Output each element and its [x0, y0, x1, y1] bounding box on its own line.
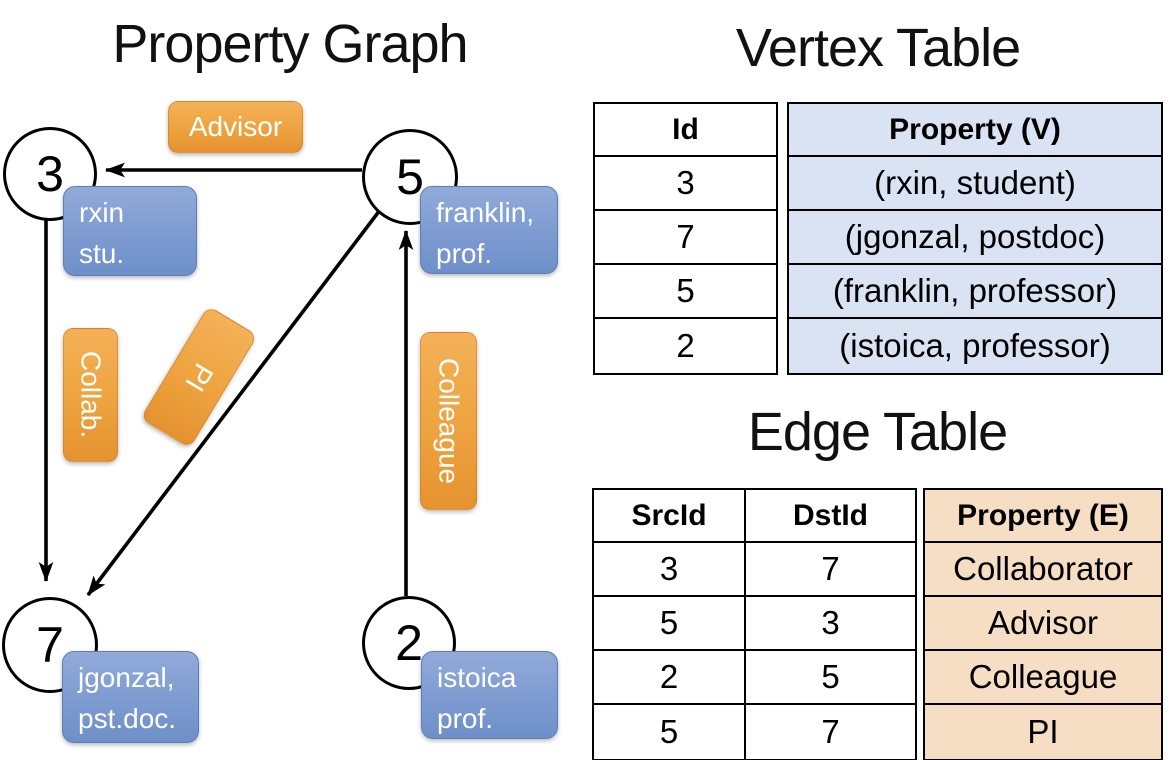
vertex-table-property-header: Property (V) — [789, 104, 1161, 157]
vertex-table-property-cell: (istoica, professor) — [789, 319, 1161, 373]
vertex-node-5: 5 — [362, 129, 458, 225]
vertex-property-box-5-line2: prof. — [436, 237, 493, 269]
edge-label-pi-text: PI — [179, 357, 220, 397]
edge-table-property-cell: Collaborator — [925, 543, 1161, 597]
vertex-property-box-5: franklin, prof. — [420, 186, 558, 274]
edge-table-property-cell: Colleague — [925, 651, 1161, 705]
edge-label-colleague-text: Colleague — [433, 357, 465, 485]
vertex-property-box-7-line2: pst.doc. — [78, 702, 177, 734]
edge-table-src-cell: 5 — [594, 705, 746, 759]
vertex-property-box-2-line2: prof. — [437, 702, 494, 734]
vertex-table-id-column: Id 3 7 5 2 — [593, 102, 778, 375]
vertex-table-property-cell: (rxin, student) — [789, 157, 1161, 211]
edge-pi-line — [86, 208, 382, 597]
edge-table-srcid-header: SrcId — [594, 490, 746, 541]
vertex-table-property-cell: (franklin, professor) — [789, 265, 1161, 319]
edge-label-advisor: Advisor — [168, 101, 303, 153]
vertex-property-box-2-line1: istoica — [437, 662, 517, 693]
edge-table-src-cell: 5 — [594, 597, 746, 649]
vertex-table-id-cell: 5 — [595, 265, 776, 319]
edge-table-dst-cell: 5 — [821, 658, 840, 695]
vertex-table-property-cell: (jgonzal, postdoc) — [789, 211, 1161, 265]
vertex-table-property-column: Property (V) (rxin, student) (jgonzal, p… — [787, 102, 1163, 375]
property-graph-title: Property Graph — [112, 14, 468, 74]
vertex-property-box-7-line1: jgonzal, — [78, 662, 175, 693]
vertex-table-id-header: Id — [595, 104, 776, 157]
edge-table-dst-cell: 7 — [821, 713, 840, 750]
edge-table-id-columns: SrcId DstId 3 7 5 3 2 5 5 7 — [592, 488, 917, 760]
edge-table-dst-cell: 3 — [821, 604, 840, 641]
edge-label-colleague: Colleague — [420, 332, 477, 510]
edge-table-src-cell: 2 — [594, 651, 746, 703]
vertex-table-id-cell: 2 — [676, 327, 695, 364]
vertex-property-box-2: istoica prof. — [421, 651, 558, 739]
vertex-node-2-id: 2 — [395, 615, 423, 671]
edge-table-title: Edge Table — [747, 402, 1008, 462]
graph-edges — [38, 162, 414, 597]
edge-label-collab: Collab. — [63, 328, 118, 462]
edge-table-property-cell: Advisor — [925, 597, 1161, 651]
edge-table-property-header: Property (E) — [925, 490, 1161, 543]
vertex-property-box-7: jgonzal, pst.doc. — [62, 651, 199, 743]
edge-table-dstid-header: DstId — [793, 498, 868, 532]
vertex-property-box-5-line1: franklin, — [436, 197, 535, 228]
edge-label-collab-text: Collab. — [75, 351, 107, 439]
vertex-node-5-id: 5 — [396, 149, 424, 205]
edge-table-property-column: Property (E) Collaborator Advisor Collea… — [923, 488, 1163, 760]
vertex-property-box-3-line1: rxin — [79, 197, 125, 228]
edge-table-property-cell: PI — [925, 705, 1161, 759]
edge-label-advisor-text: Advisor — [188, 111, 283, 142]
vertex-property-box-3-line2: stu. — [79, 237, 125, 269]
vertex-property-box-3: rxin stu. — [63, 186, 197, 276]
edge-table-src-cell: 3 — [594, 543, 746, 595]
edge-table-dst-cell: 7 — [821, 550, 840, 587]
vertex-table-id-cell: 3 — [595, 157, 776, 211]
vertex-table-id-cell: 7 — [595, 211, 776, 265]
vertex-node-7-id: 7 — [36, 617, 64, 673]
vertex-node-2: 2 — [362, 596, 456, 690]
vertex-table-title: Vertex Table — [735, 18, 1021, 78]
vertex-node-3-id: 3 — [36, 146, 64, 202]
